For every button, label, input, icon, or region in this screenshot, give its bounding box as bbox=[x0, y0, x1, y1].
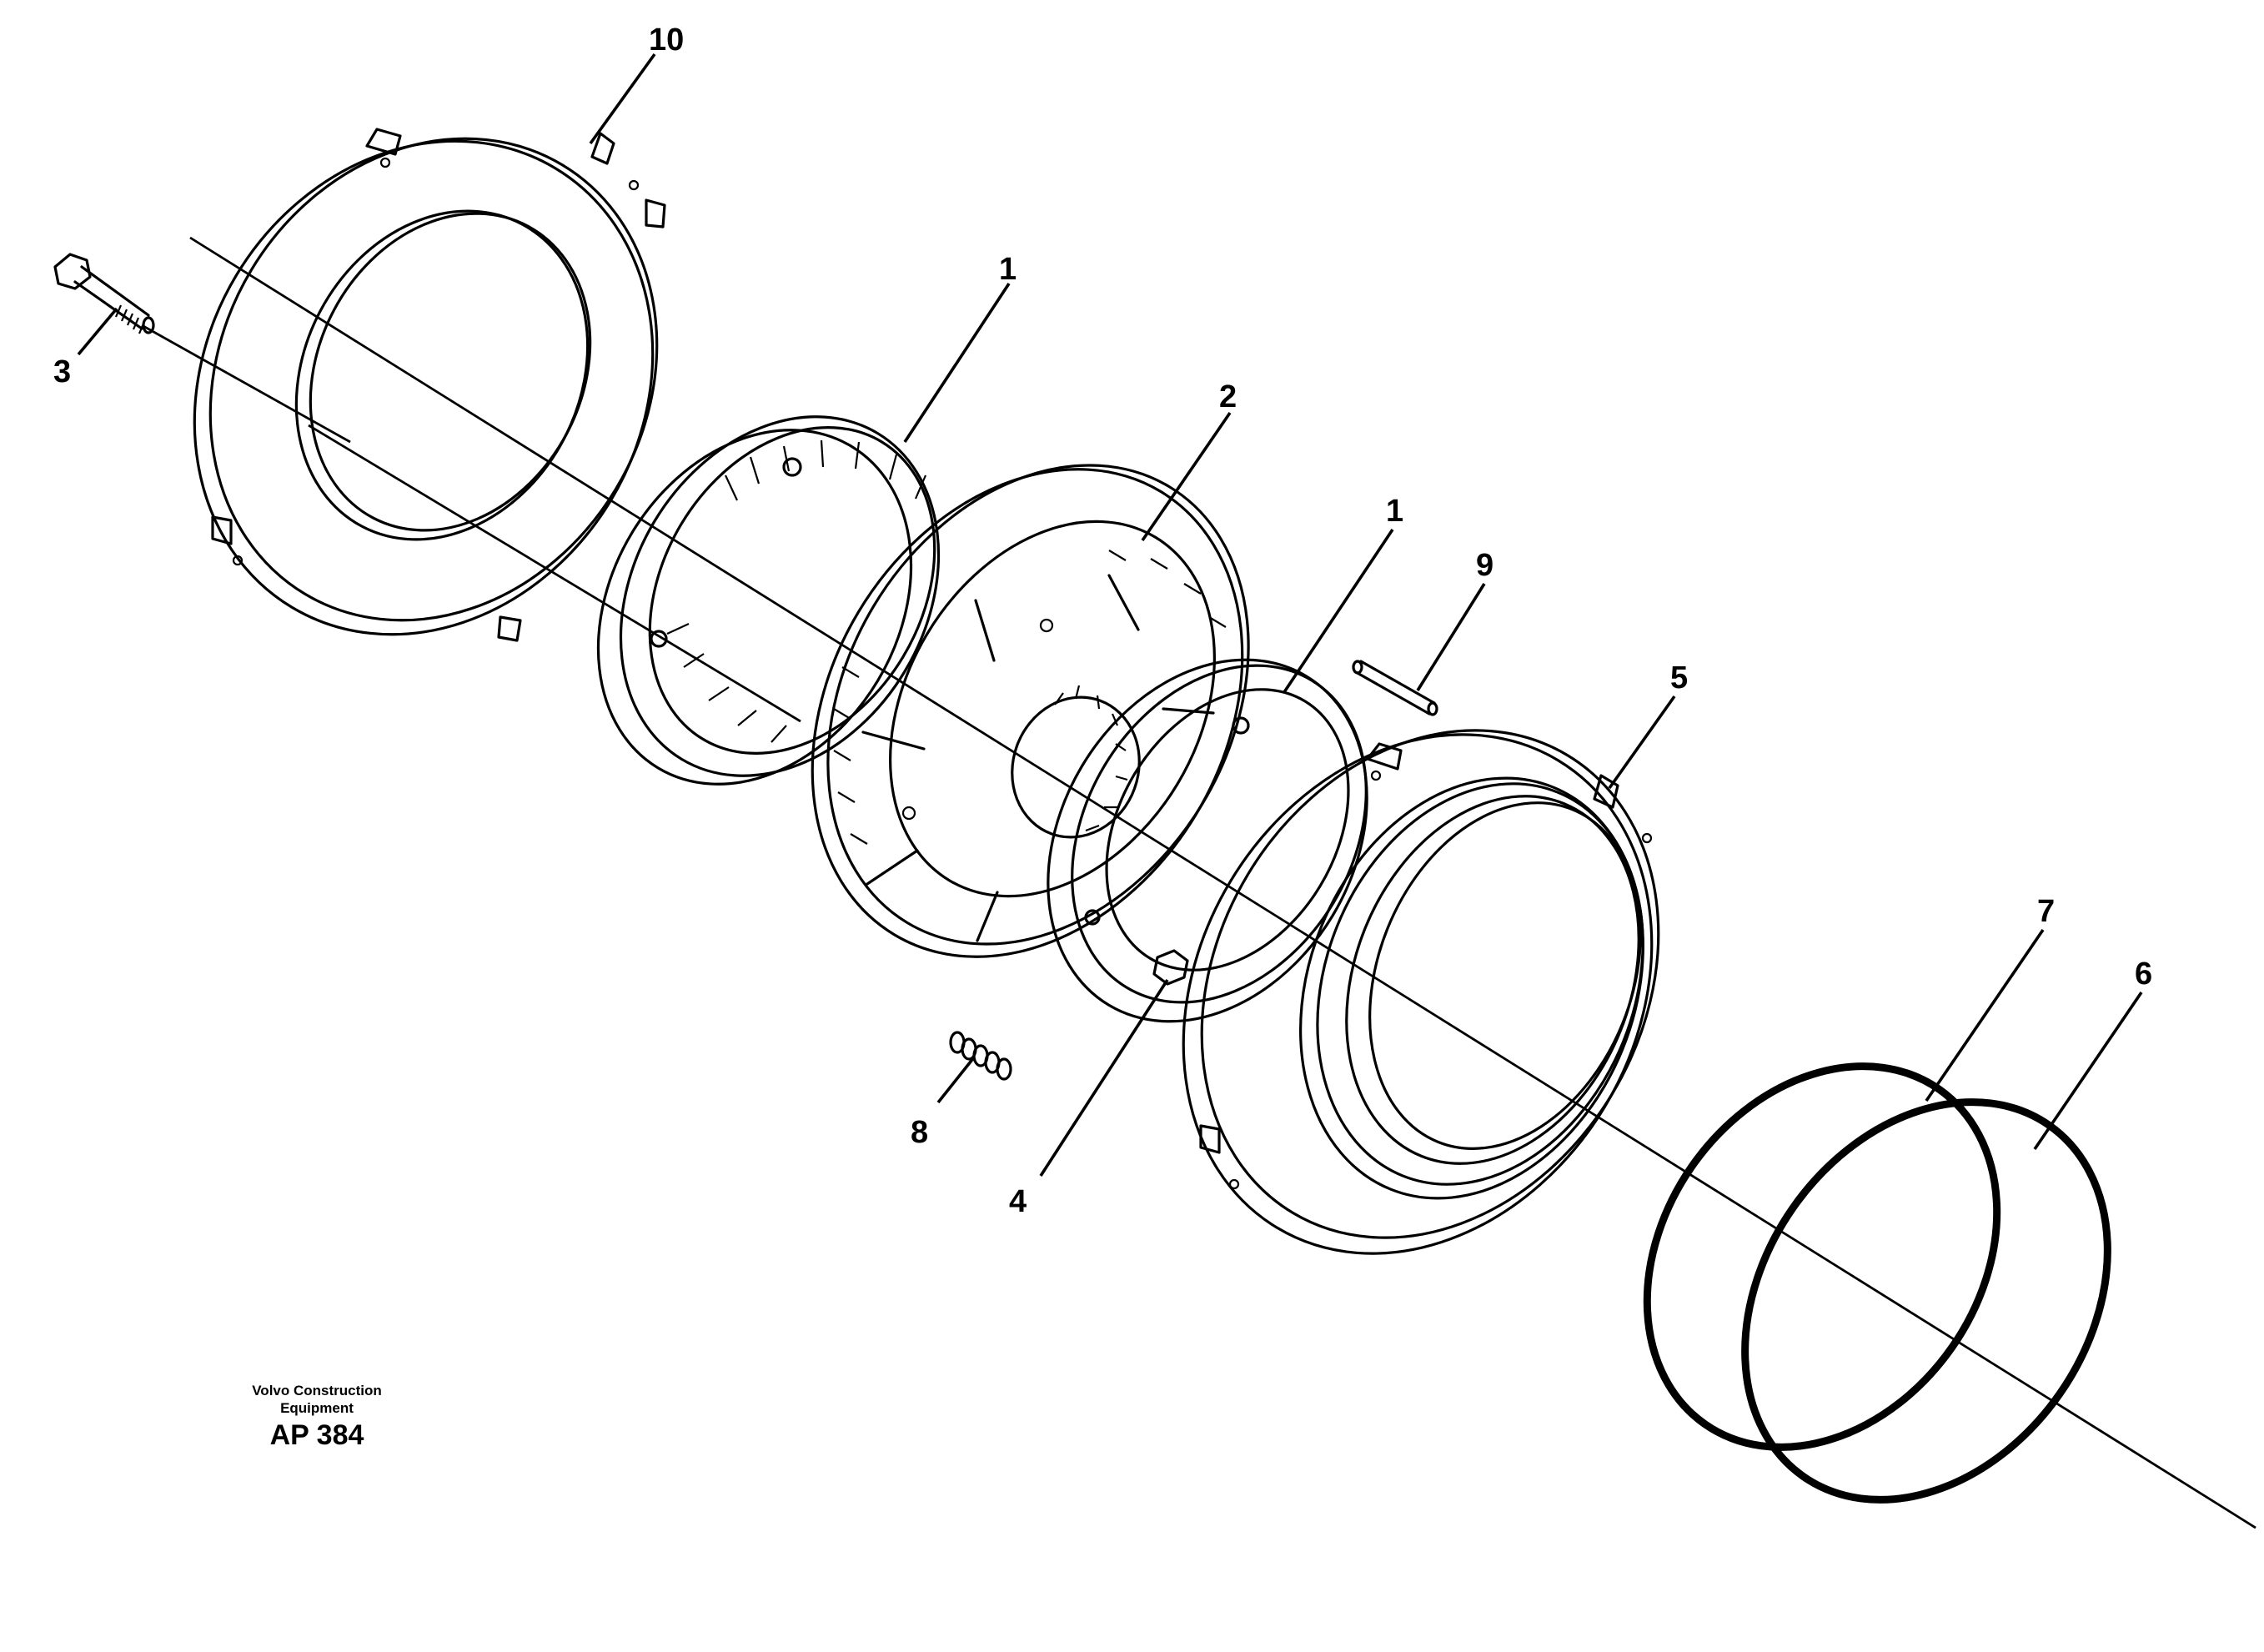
brand-line-1: Volvo Construction bbox=[252, 1383, 382, 1398]
thin-ring-part-1-right bbox=[1047, 658, 1368, 1023]
drawing-code: AP 384 bbox=[269, 1419, 364, 1451]
pin-part-9 bbox=[1352, 660, 1438, 716]
brand-line-2: Equipment bbox=[280, 1400, 354, 1416]
friction-disc-part-2 bbox=[811, 464, 1250, 958]
piston-housing-part-5 bbox=[1182, 729, 1660, 1255]
callout-1-right: 1 bbox=[1386, 494, 1403, 529]
assembly-axis bbox=[141, 236, 2256, 1529]
leader-lines bbox=[77, 53, 2143, 1177]
callout-6: 6 bbox=[2135, 957, 2152, 992]
callout-1-left: 1 bbox=[999, 252, 1017, 287]
spring-ring-part-1-left bbox=[596, 415, 941, 786]
outer-plate-part-10 bbox=[193, 128, 666, 642]
callout-labels: 10 3 1 2 1 9 5 7 6 8 4 bbox=[53, 23, 2152, 1219]
callout-7: 7 bbox=[2037, 894, 2055, 929]
drawing-footer: Volvo Construction Equipment AP 384 bbox=[192, 1382, 442, 1452]
callout-10: 10 bbox=[649, 23, 684, 58]
callout-3: 3 bbox=[53, 354, 71, 389]
callout-9: 9 bbox=[1476, 548, 1493, 583]
callout-5: 5 bbox=[1670, 660, 1688, 695]
o-ring-part-7 bbox=[1643, 1062, 2001, 1451]
callout-2: 2 bbox=[1219, 379, 1237, 414]
callout-8: 8 bbox=[911, 1115, 928, 1150]
spring-part-8 bbox=[949, 1031, 1012, 1081]
callout-4: 4 bbox=[1009, 1184, 1027, 1219]
bolt-part-3 bbox=[53, 253, 155, 334]
